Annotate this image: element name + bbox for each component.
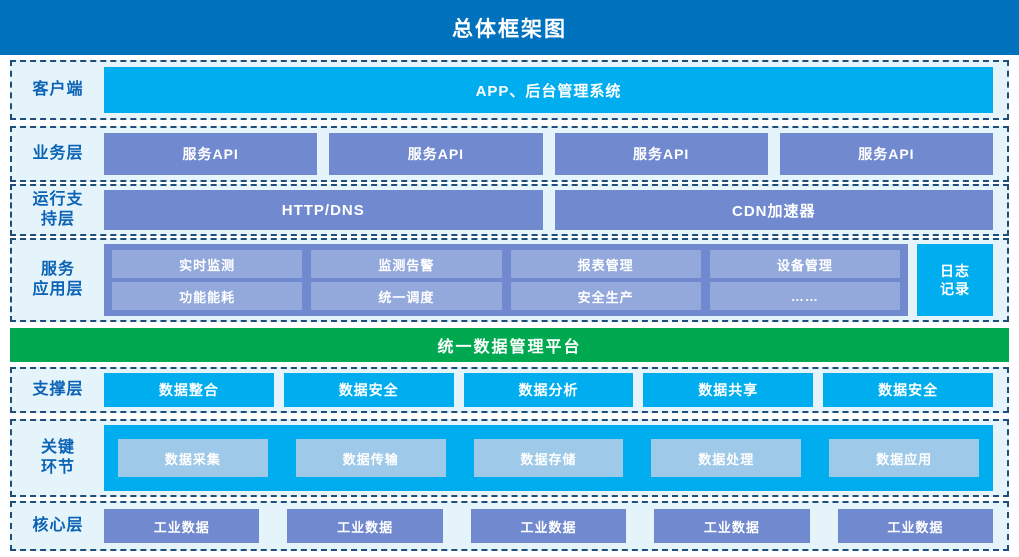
layer-label-client: 客户端 bbox=[32, 80, 84, 98]
layer-label-line-2: 持层 bbox=[40, 211, 75, 228]
layer-label-core: 核心层 bbox=[32, 516, 84, 534]
service-module-box[interactable]: 安全生产 bbox=[510, 282, 701, 310]
key-link-box[interactable]: 数据采集 bbox=[118, 439, 268, 477]
layer-label-key-links: 关键 环节 bbox=[12, 438, 104, 479]
layer-label-line-2: 环节 bbox=[40, 459, 75, 476]
service-module-row: 实时监测 监测告警 报表管理 设备管理 bbox=[112, 250, 900, 278]
layer-row-client: 客户端 APP、后台管理系统 bbox=[10, 60, 1009, 120]
cdn-accelerator-box[interactable]: CDN加速器 bbox=[554, 190, 993, 230]
client-app-box[interactable]: APP、后台管理系统 bbox=[104, 67, 993, 113]
service-module-box[interactable]: 监测告警 bbox=[311, 250, 502, 278]
log-record-box[interactable]: 日志 记录 bbox=[917, 244, 993, 316]
layer-body-service-application: 实时监测 监测告警 报表管理 设备管理 功能能耗 统一调度 安全生产 …… 日志… bbox=[104, 240, 1007, 320]
industrial-data-box[interactable]: 工业数据 bbox=[470, 509, 627, 543]
unified-data-platform-bar[interactable]: 统一数据管理平台 bbox=[10, 328, 1009, 362]
key-link-box[interactable]: 数据应用 bbox=[829, 439, 979, 477]
key-link-box[interactable]: 数据存储 bbox=[473, 439, 624, 477]
log-record-line-2: 记录 bbox=[940, 281, 970, 297]
layer-body-business: 服务API 服务API 服务API 服务API bbox=[104, 128, 1007, 180]
service-module-box[interactable]: 功能能耗 bbox=[112, 282, 303, 310]
layer-label-runtime-support: 运行支 持层 bbox=[12, 190, 104, 231]
layer-body-runtime-support: HTTP/DNS CDN加速器 bbox=[104, 186, 1007, 234]
support-capability-box[interactable]: 数据安全 bbox=[823, 373, 993, 407]
layer-row-key-links: 关键 环节 数据采集 数据传输 数据存储 数据处理 数据应用 bbox=[10, 419, 1009, 497]
service-module-grid: 实时监测 监测告警 报表管理 设备管理 功能能耗 统一调度 安全生产 …… bbox=[104, 244, 908, 316]
service-module-box[interactable]: 统一调度 bbox=[311, 282, 502, 310]
page-title: 总体框架图 bbox=[0, 0, 1019, 55]
service-module-box[interactable]: 实时监测 bbox=[112, 250, 303, 278]
layer-label-line-2: 应用层 bbox=[32, 281, 84, 298]
layer-body-support: 数据整合 数据安全 数据分析 数据共享 数据安全 bbox=[104, 369, 1007, 411]
layer-label-line-1: 关键 bbox=[40, 438, 75, 456]
support-capability-box[interactable]: 数据安全 bbox=[283, 373, 454, 407]
layer-label-line-1: 运行支 bbox=[32, 190, 84, 208]
service-module-box[interactable]: 设备管理 bbox=[709, 250, 900, 278]
layer-label-support: 支撑层 bbox=[32, 380, 84, 398]
support-capability-box[interactable]: 数据整合 bbox=[104, 373, 274, 407]
layer-row-core: 核心层 工业数据 工业数据 工业数据 工业数据 工业数据 bbox=[10, 501, 1009, 551]
key-links-strip: 数据采集 数据传输 数据存储 数据处理 数据应用 bbox=[104, 425, 993, 491]
key-link-box[interactable]: 数据处理 bbox=[651, 439, 802, 477]
layer-body-core: 工业数据 工业数据 工业数据 工业数据 工业数据 bbox=[104, 503, 1007, 549]
service-module-box[interactable]: 报表管理 bbox=[510, 250, 701, 278]
service-api-box[interactable]: 服务API bbox=[104, 133, 318, 175]
http-dns-box[interactable]: HTTP/DNS bbox=[104, 190, 543, 230]
industrial-data-box[interactable]: 工业数据 bbox=[837, 509, 994, 543]
service-api-box[interactable]: 服务API bbox=[779, 133, 993, 175]
layer-label-service-application: 服务 应用层 bbox=[12, 260, 104, 301]
industrial-data-box[interactable]: 工业数据 bbox=[104, 509, 260, 543]
support-capability-box[interactable]: 数据分析 bbox=[463, 373, 634, 407]
support-capability-box[interactable]: 数据共享 bbox=[643, 373, 814, 407]
layer-row-business: 业务层 服务API 服务API 服务API 服务API bbox=[10, 126, 1009, 182]
layer-body-client: APP、后台管理系统 bbox=[104, 62, 1007, 118]
service-module-row: 功能能耗 统一调度 安全生产 …… bbox=[112, 282, 900, 310]
industrial-data-box[interactable]: 工业数据 bbox=[654, 509, 810, 543]
service-module-more-box[interactable]: …… bbox=[709, 282, 900, 310]
service-api-box[interactable]: 服务API bbox=[554, 133, 768, 175]
layer-row-support: 支撑层 数据整合 数据安全 数据分析 数据共享 数据安全 bbox=[10, 367, 1009, 413]
layer-body-key-links: 数据采集 数据传输 数据存储 数据处理 数据应用 bbox=[104, 421, 1007, 495]
service-api-box[interactable]: 服务API bbox=[329, 133, 543, 175]
key-link-box[interactable]: 数据传输 bbox=[295, 439, 446, 477]
layer-label-business: 业务层 bbox=[32, 144, 84, 162]
log-record-line-1: 日志 bbox=[940, 262, 970, 279]
industrial-data-box[interactable]: 工业数据 bbox=[287, 509, 443, 543]
layer-row-service-application: 服务 应用层 实时监测 监测告警 报表管理 设备管理 功能能耗 统一调度 安全生… bbox=[10, 238, 1009, 322]
layer-row-runtime-support: 运行支 持层 HTTP/DNS CDN加速器 bbox=[10, 184, 1009, 236]
layer-label-line-1: 服务 bbox=[40, 260, 75, 278]
